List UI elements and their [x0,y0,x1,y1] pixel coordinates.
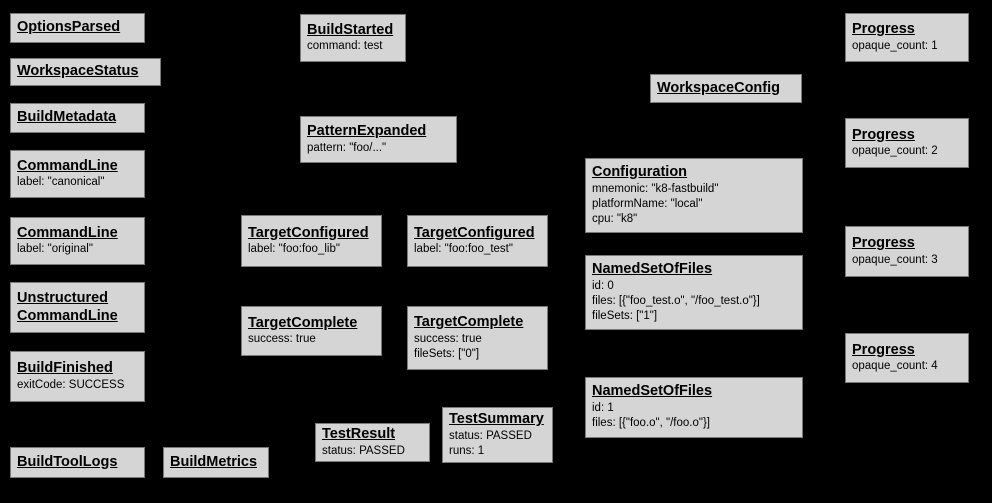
node-target-configured-foo-test: TargetConfigured label: "foo:foo_test" [407,215,548,267]
node-detail: cpu: "k8" [592,212,638,225]
node-target-complete-foo-lib: TargetComplete success: true [241,306,382,356]
node-named-set-of-files-0: NamedSetOfFiles id: 0 files: [{"foo_test… [585,255,803,330]
node-detail: files: [{"foo_test.o", "/foo_test.o"}] [592,294,760,307]
node-detail: fileSets: ["0"] [414,347,480,360]
node-named-set-of-files-1: NamedSetOfFiles id: 1 files: [{"foo.o", … [585,377,803,438]
node-title: PatternExpanded [307,123,427,140]
node-target-configured-foo-lib: TargetConfigured label: "foo:foo_lib" [241,215,382,267]
node-detail: label: "foo:foo_test" [414,243,513,256]
node-title: TargetComplete [248,314,358,331]
node-detail: command: test [307,40,383,53]
node-build-finished: BuildFinished exitCode: SUCCESS [10,351,145,402]
node-title: NamedSetOfFiles [592,383,713,400]
node-title: OptionsParsed [17,19,121,36]
node-detail: label: "foo:foo_lib" [248,243,340,256]
node-detail: runs: 1 [449,444,485,457]
node-workspace-status: WorkspaceStatus [10,58,161,86]
node-detail: mnemonic: "k8-fastbuild" [592,182,719,195]
node-title: CommandLine [17,224,118,241]
node-target-complete-foo-test: TargetComplete success: true fileSets: [… [407,306,548,370]
node-title: BuildFinished [17,360,113,377]
node-detail: label: "canonical" [17,176,105,189]
node-build-tool-logs: BuildToolLogs [10,447,145,478]
node-detail: success: true [248,333,316,346]
node-detail: opaque_count: 4 [852,360,938,373]
node-title: BuildStarted [307,21,394,38]
node-test-summary: TestSummary status: PASSED runs: 1 [442,407,553,463]
node-detail: status: PASSED [449,429,532,442]
node-detail: id: 1 [592,402,614,415]
node-title: TargetConfigured [248,224,369,241]
node-progress-4: Progress opaque_count: 4 [845,333,969,383]
node-detail: exitCode: SUCCESS [17,378,125,391]
node-options-parsed: OptionsParsed [10,13,145,43]
node-progress-2: Progress opaque_count: 2 [845,118,969,168]
node-progress-3: Progress opaque_count: 3 [845,226,969,277]
node-title: Configuration [592,163,688,180]
node-build-started: BuildStarted command: test [300,14,406,62]
node-title: TestResult [322,426,396,443]
node-title: Progress [852,341,915,358]
node-title: TargetComplete [414,313,524,330]
node-title: BuildMetadata [17,109,117,126]
node-test-result: TestResult status: PASSED [315,423,430,462]
node-detail: platformName: "local" [592,197,703,210]
node-title: Progress [852,126,915,143]
node-title: WorkspaceConfig [657,79,781,96]
node-detail: opaque_count: 2 [852,145,938,158]
node-detail: fileSets: ["1"] [592,309,658,322]
node-title: NamedSetOfFiles [592,260,713,277]
node-title: Progress [852,235,915,252]
node-command-line-original: CommandLine label: "original" [10,217,145,265]
node-unstructured-command-line: Unstructured CommandLine [10,282,145,333]
node-build-metrics: BuildMetrics [163,447,269,478]
node-configuration: Configuration mnemonic: "k8-fastbuild" p… [585,158,803,233]
node-detail: success: true [414,332,482,345]
node-title: CommandLine [17,157,118,174]
node-detail: opaque_count: 3 [852,253,938,266]
node-title: TestSummary [449,410,544,427]
node-detail: opaque_count: 1 [852,39,938,52]
node-build-metadata: BuildMetadata [10,103,145,133]
node-workspace-config: WorkspaceConfig [650,74,802,103]
node-detail: pattern: "foo/..." [307,141,387,154]
node-title: TargetConfigured [414,224,535,241]
node-detail: label: "original" [17,243,93,256]
node-detail: files: [{"foo.o", "/foo.o"}] [592,417,710,430]
node-pattern-expanded: PatternExpanded pattern: "foo/..." [300,116,457,163]
node-command-line-canonical: CommandLine label: "canonical" [10,150,145,198]
node-detail: status: PASSED [322,444,405,457]
node-title: Progress [852,21,915,38]
node-title: Unstructured CommandLine [17,289,118,324]
node-title: BuildMetrics [170,453,258,470]
node-progress-1: Progress opaque_count: 1 [845,13,969,62]
node-title: BuildToolLogs [17,453,118,470]
node-title: WorkspaceStatus [17,63,139,80]
node-detail: id: 0 [592,279,614,292]
